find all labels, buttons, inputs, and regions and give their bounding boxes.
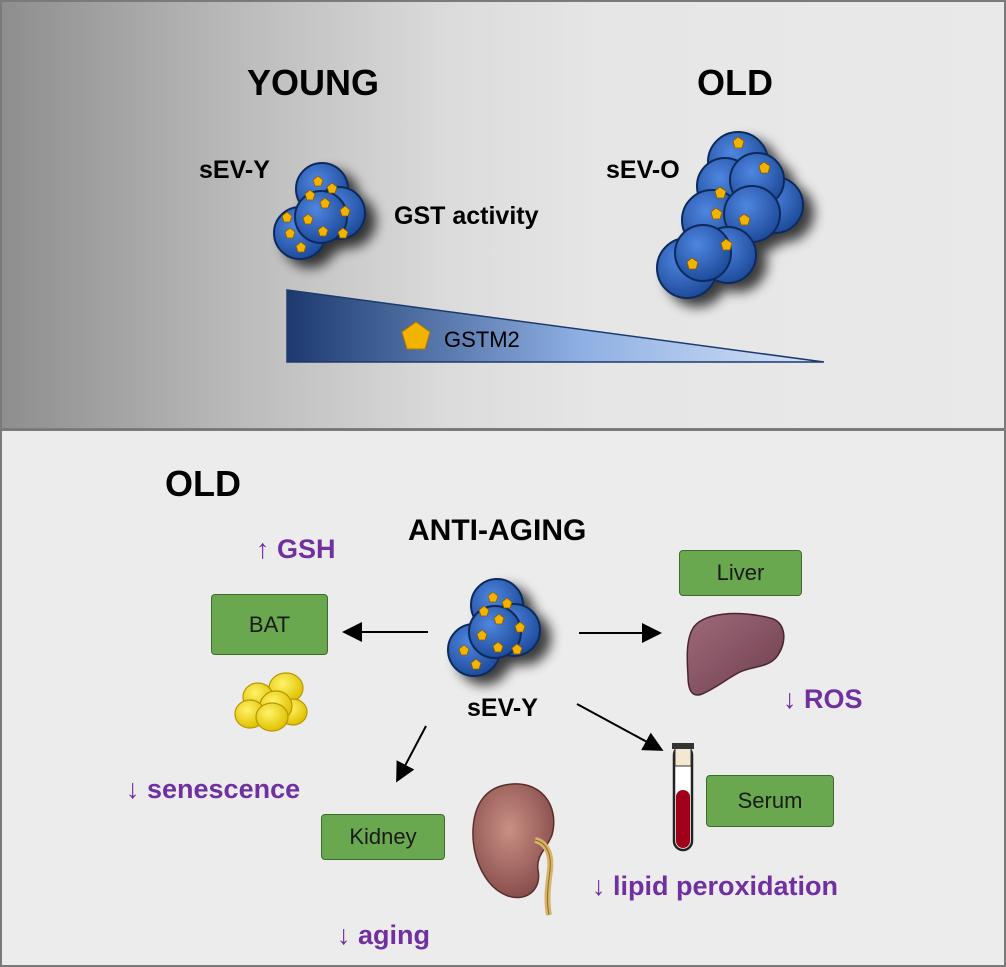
bat-box: BAT [211, 594, 328, 655]
ros-effect-label: ↓ ROS [783, 684, 863, 714]
young-heading: YOUNG [247, 62, 380, 103]
kidney-icon [472, 783, 555, 916]
serum-box: Serum [706, 775, 834, 827]
liver-box: Liver [679, 550, 802, 596]
arrow-to-serum [576, 703, 664, 751]
senescence-effect-label: ↓ senescence [126, 774, 301, 804]
gst-activity-label: GST activity [394, 202, 539, 230]
gstm2-pentagon-icon [401, 321, 431, 350]
sev-o-label: sEV-O [606, 156, 680, 184]
old-heading: OLD [697, 62, 773, 103]
adipocyte-icon [234, 672, 308, 732]
aging-effect-label: ↓ aging [337, 920, 430, 950]
sev-y-center-vesicle-cluster-icon [447, 578, 541, 677]
liver-icon [686, 612, 785, 696]
sev-y-label: sEV-Y [199, 156, 270, 184]
gst-activity-wedge [286, 289, 825, 363]
anti-aging-heading: ANTI-AGING [408, 514, 587, 547]
blood-tube-icon [672, 743, 694, 852]
kidney-box: Kidney [321, 814, 445, 860]
lipid-peroxidation-effect-label: ↓ lipid peroxidation [592, 871, 839, 901]
old-bottom-heading: OLD [165, 463, 241, 504]
arrow-to-kidney [396, 725, 427, 783]
gstm2-label: GSTM2 [444, 327, 520, 352]
sev-y-center-label: sEV-Y [467, 694, 538, 722]
sev-o-vesicle-cluster-icon [656, 131, 804, 299]
gsh-effect-label: ↑ GSH [256, 534, 336, 564]
sev-o-gstm2-dots [686, 136, 771, 270]
sev-y-gstm2-dots [281, 175, 351, 253]
sev-y-center-gstm2-dots [458, 591, 526, 670]
